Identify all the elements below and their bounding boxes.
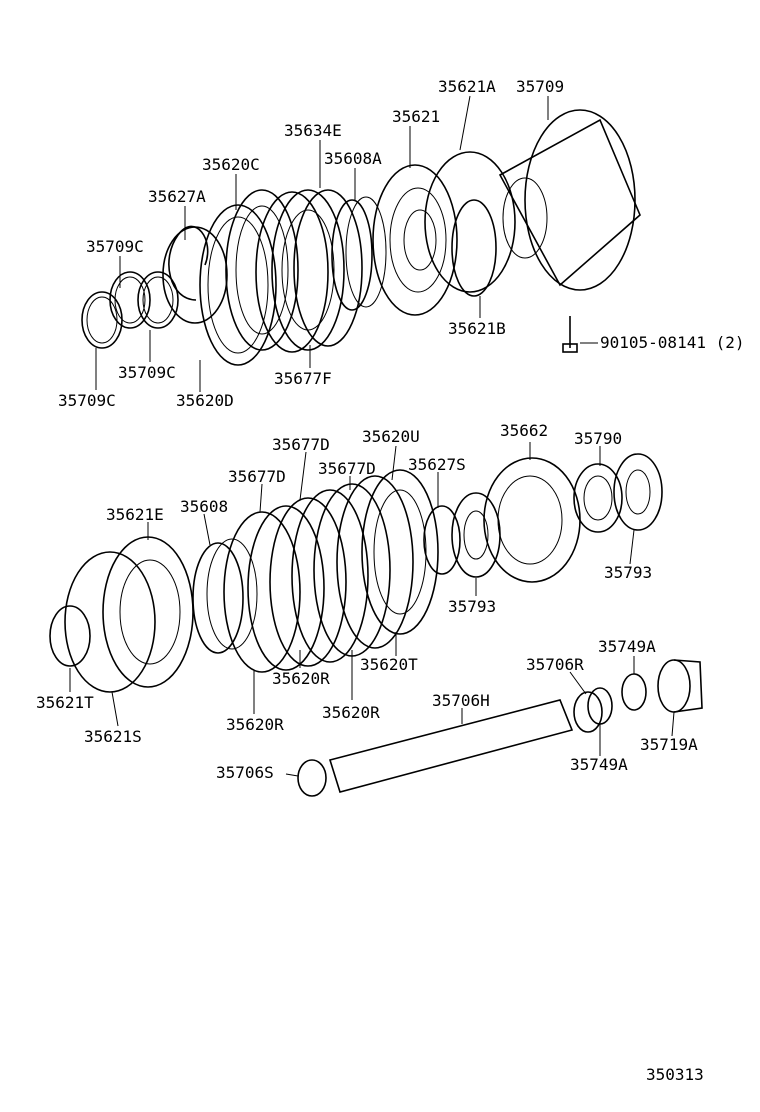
label-35621a: 35621A (438, 77, 496, 96)
spring-35608a (331, 199, 373, 311)
label-35620r-c: 35620R (322, 703, 380, 722)
label-35627a: 35627A (148, 187, 206, 206)
label-35620r-b: 35620R (226, 715, 284, 734)
label-35706h: 35706H (432, 691, 490, 710)
label-35793-b: 35793 (604, 563, 652, 582)
label-35662: 35662 (500, 421, 548, 440)
o-ring-35621t (49, 605, 91, 667)
label-90105-08141: 90105-08141 (2) (600, 333, 745, 352)
label-35709: 35709 (516, 77, 564, 96)
plate-35620r-1 (223, 511, 301, 673)
ring-35749a-b (621, 673, 647, 711)
plate-35620r-2 (269, 497, 347, 667)
label-35749a-a: 35749A (598, 637, 656, 656)
seal-35706s (297, 759, 327, 797)
label-35706r: 35706R (526, 655, 584, 674)
disc-35634e (293, 189, 363, 347)
label-35620u: 35620U (362, 427, 420, 446)
label-35621s: 35621S (84, 727, 142, 746)
label-35627s: 35627S (408, 455, 466, 474)
label-35677f: 35677F (274, 369, 332, 388)
snap-ring-35627s (423, 505, 461, 575)
plate-35620d (199, 204, 277, 366)
label-35677d-a: 35677D (272, 435, 330, 454)
o-ring-35621a (424, 151, 516, 293)
disc-35677f-1 (255, 191, 329, 353)
plate-35620c (225, 189, 299, 351)
label-35709c-top: 35709C (86, 237, 144, 256)
figure-number: 350313 (646, 1065, 704, 1084)
label-35793-a: 35793 (448, 597, 496, 616)
label-35709c-bot: 35709C (58, 391, 116, 410)
label-35620c: 35620C (202, 155, 260, 174)
label-35608a: 35608A (324, 149, 382, 168)
label-35677d-b: 35677D (228, 467, 286, 486)
gear-35719a (657, 659, 691, 713)
label-35634e: 35634E (284, 121, 342, 140)
washer-35793-b (613, 453, 663, 531)
upper-assembly: 35621A 35709 35621 35634E 35608A 35620C … (58, 77, 745, 410)
label-35608: 35608 (180, 497, 228, 516)
label-35620d: 35620D (176, 391, 234, 410)
label-35790: 35790 (574, 429, 622, 448)
disc-35677f-2 (271, 189, 345, 351)
ring-35749a-a (587, 687, 613, 725)
disc-35677d-2 (291, 489, 369, 663)
bearing-35790 (573, 463, 623, 533)
disc-35677d-3 (336, 475, 414, 649)
spring-35608 (192, 542, 244, 654)
label-35621b: 35621B (448, 319, 506, 338)
label-35749a-b: 35749A (570, 755, 628, 774)
label-35677d-c: 35677D (318, 459, 376, 478)
drum-35709 (498, 118, 641, 287)
plate-35620t (361, 469, 439, 635)
snap-ring-35709c-3 (137, 271, 179, 329)
shaft-35706h (328, 699, 574, 793)
label-35719a: 35719A (640, 735, 698, 754)
piston-35621 (372, 164, 458, 316)
o-ring-35621s (64, 551, 156, 693)
snap-ring-35709c-2 (109, 271, 151, 329)
label-35709c-mid: 35709C (118, 363, 176, 382)
label-35621: 35621 (392, 107, 440, 126)
label-35621e: 35621E (106, 505, 164, 524)
label-35620r-a: 35620R (272, 669, 330, 688)
ring-35620d-outer (162, 226, 228, 324)
label-35620t: 35620T (360, 655, 418, 674)
o-ring-35621b (451, 199, 497, 297)
ring-35706r (573, 691, 603, 733)
label-35706s: 35706S (216, 763, 274, 782)
lower-assembly: 35677D 35620U 35662 35790 35677D 35677D … (36, 421, 703, 797)
label-35621t: 35621T (36, 693, 94, 712)
disc-35677d-1 (247, 505, 325, 671)
